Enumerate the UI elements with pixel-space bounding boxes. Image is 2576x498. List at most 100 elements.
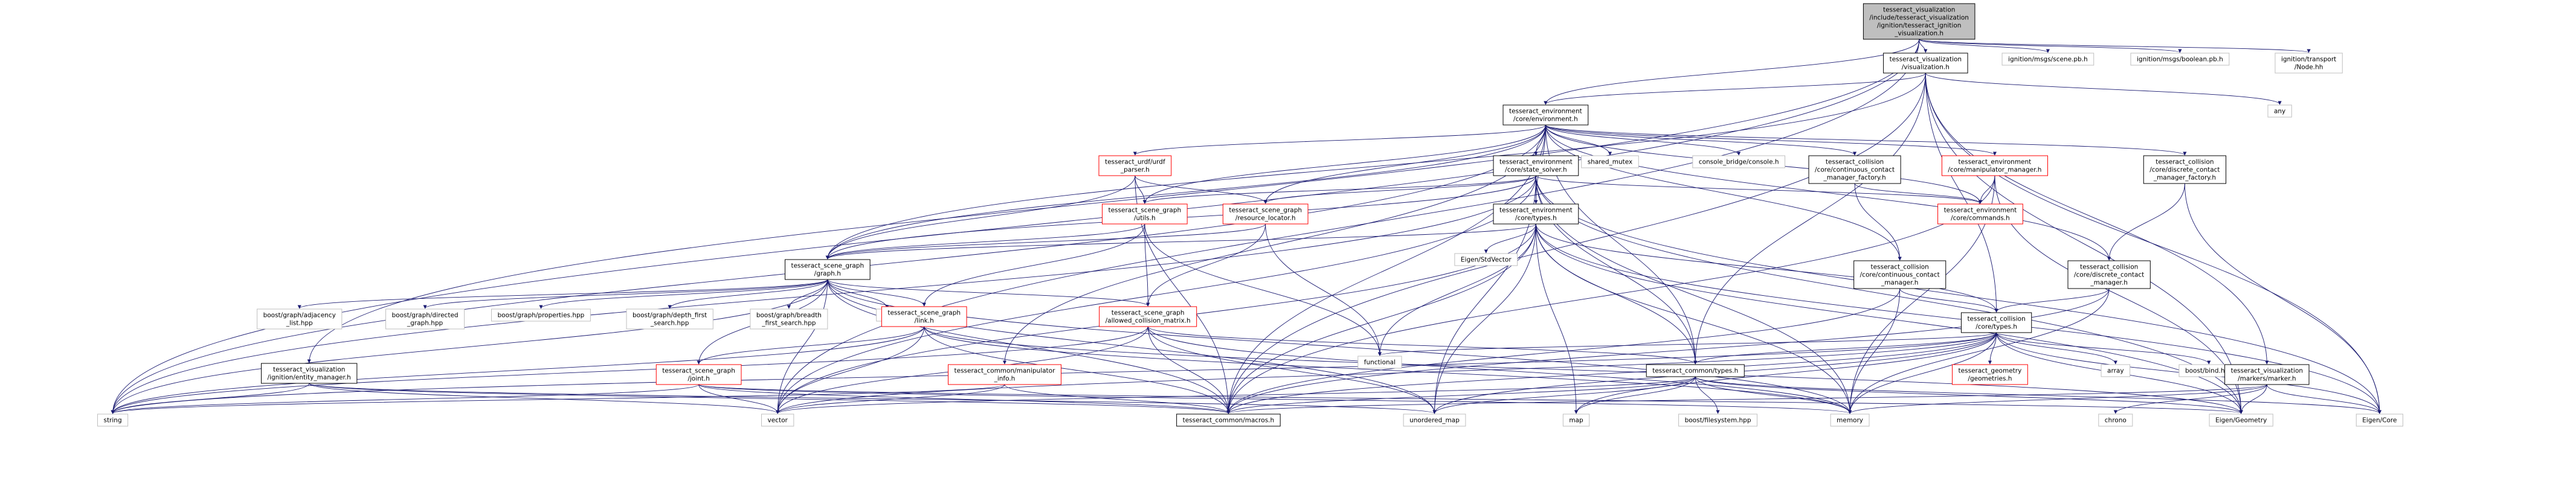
node-box	[1937, 203, 2023, 225]
node-contfactory[interactable]: tesseract_collision/core/continuous_cont…	[1808, 155, 1901, 184]
node-label: _parser.h	[1120, 167, 1150, 174]
node-box	[2130, 53, 2230, 66]
edge-env-to-discfactory	[1545, 124, 2187, 156]
edge-manipinfo-to-macros	[1004, 384, 1231, 414]
node-commands[interactable]: tesseract_environment/core/commands.h	[1937, 203, 2023, 225]
node-acm[interactable]: tesseract_scene_graph/allowed_collision_…	[1099, 306, 1197, 327]
edge-colltypes-to-array	[1996, 332, 2117, 365]
node-transport: ignition/transport/Node.hh	[2275, 53, 2343, 74]
node-label: /geometries.h	[1968, 375, 2012, 383]
node-label: tesseract_collision	[2080, 264, 2138, 271]
node-box	[2001, 53, 2095, 66]
node-label: tesseract_visualization	[1883, 7, 1955, 14]
node-label: /joint.h	[687, 375, 710, 383]
edge-envtypes-to-memory	[1535, 223, 1852, 414]
edge-graph-to-memory	[827, 279, 1852, 414]
node-entity[interactable]: tesseract_visualization/ignition/entity_…	[261, 363, 358, 384]
node-label: tesseract_visualization	[2231, 368, 2303, 375]
node-urdf[interactable]: tesseract_urdf/urdf_parser.h	[1098, 155, 1172, 176]
node-label: memory	[1837, 417, 1863, 424]
node-env[interactable]: tesseract_environment/core/environment.h	[1502, 104, 1589, 126]
node-label: tesseract_urdf/urdf	[1105, 159, 1165, 166]
edge-graph-to-adjlist	[297, 279, 828, 309]
edge-acm-to-commontypes	[1147, 326, 1698, 365]
node-resloc[interactable]: tesseract_scene_graph/resource_locator.h	[1222, 203, 1309, 225]
edge-root-to-string	[111, 39, 1920, 414]
node-array: array	[2101, 364, 2131, 377]
node-box	[1952, 364, 2028, 385]
node-box	[2098, 413, 2133, 427]
node-statesolver[interactable]: tesseract_environment/core/state_solver.…	[1493, 155, 1579, 176]
edge-commontypes-to-unordered_map	[1432, 376, 1696, 414]
node-box	[750, 308, 828, 330]
node-geometries[interactable]: tesseract_geometry/geometries.h	[1952, 364, 2028, 385]
node-colltypes[interactable]: tesseract_collision/core/types.h	[1960, 312, 2032, 333]
node-box	[2067, 260, 2151, 289]
node-manipmgr[interactable]: tesseract_environment/core/manipulator_m…	[1941, 155, 2048, 176]
node-label: _manager_factory.h	[1823, 174, 1885, 182]
edge-env-to-resloc	[1263, 124, 1546, 204]
node-label: /core/types.h	[1515, 215, 1557, 222]
edge-statesolver-to-vector	[776, 175, 1536, 414]
edge-contmgr-to-colltypes	[1899, 288, 1998, 313]
node-label: tesseract_scene_graph	[1108, 207, 1181, 214]
node-contmgr[interactable]: tesseract_collision/core/continuous_cont…	[1853, 260, 1946, 289]
edge-link-to-string	[111, 326, 925, 414]
node-label: boost/graph/properties.hpp	[498, 312, 585, 319]
edge-envtypes-to-functional	[1377, 223, 1536, 356]
edge-graph-to-properties	[539, 279, 828, 309]
node-boostfs: boost/filesystem.hpp	[1678, 413, 1758, 427]
node-graph[interactable]: tesseract_scene_graph/graph.h	[784, 259, 871, 280]
node-box	[1403, 413, 1466, 427]
edge-statesolver-to-commands	[1535, 175, 1982, 204]
edge-env-to-manipmgr	[1545, 124, 1997, 156]
edge-contfactory-to-contmgr	[1854, 183, 1902, 261]
node-label: boost/graph/directed	[392, 312, 459, 319]
node-stdvector: Eigen/StdVector	[1454, 253, 1518, 266]
edge-resloc-to-functional	[1265, 223, 1382, 356]
node-box	[257, 308, 343, 330]
node-envtypes[interactable]: tesseract_environment/core/types.h	[1493, 203, 1579, 225]
edge-joint-to-macros	[698, 384, 1231, 414]
node-box	[784, 259, 871, 280]
node-label: tesseract_collision	[1871, 264, 1929, 271]
node-label: tesseract_environment	[1499, 207, 1573, 214]
node-sgutils[interactable]: tesseract_scene_graph/utils.h	[1101, 203, 1188, 225]
node-label: _info.h	[994, 375, 1016, 383]
node-label: tesseract_visualization	[273, 366, 345, 374]
node-box	[1960, 312, 2032, 333]
node-box	[1454, 253, 1518, 266]
node-label: tesseract_common/types.h	[1652, 368, 1738, 375]
edge-colltypes-to-vector	[776, 332, 1997, 414]
node-label: /core/discrete_contact	[2074, 272, 2144, 279]
node-directed: boost/graph/directed_graph.hpp	[385, 308, 465, 330]
edge-urdf-to-resloc	[1135, 175, 1267, 204]
node-label: /Node.hh	[2294, 64, 2323, 71]
node-macros[interactable]: tesseract_common/macros.h	[1176, 413, 1281, 427]
dependency-nodes: tesseract_visualization/include/tesserac…	[97, 3, 2403, 427]
node-box	[761, 413, 794, 427]
node-label: /ignition/tesseract_ignition	[1877, 22, 1961, 30]
node-manipinfo[interactable]: tesseract_common/manipulator_info.h	[948, 364, 1061, 385]
edge-root-to-transport	[1919, 39, 2311, 53]
node-box	[2209, 413, 2273, 427]
edge-root-to-entity	[307, 39, 1920, 363]
node-label: tesseract_environment	[1509, 108, 1582, 115]
node-vis[interactable]: tesseract_visualization/visualization.h	[1883, 53, 1968, 74]
node-label: /allowed_collision_matrix.h	[1106, 318, 1191, 325]
node-discfactory[interactable]: tesseract_collision/core/discrete_contac…	[2143, 155, 2227, 184]
edge-graph-to-acm	[827, 279, 1150, 307]
node-joint[interactable]: tesseract_scene_graph/joint.h	[655, 364, 742, 385]
edge-joint-to-vector	[698, 384, 780, 414]
node-discmgr[interactable]: tesseract_collision/core/discrete_contac…	[2067, 260, 2151, 289]
node-link[interactable]: tesseract_scene_graph/link.h	[881, 306, 967, 327]
node-label: /core/manipulator_manager.h	[1948, 167, 2041, 174]
node-commontypes[interactable]: tesseract_common/types.h	[1646, 364, 1745, 377]
node-marker[interactable]: tesseract_visualization/markers/marker.h	[2224, 364, 2310, 385]
node-root[interactable]: tesseract_visualization/include/tesserac…	[1863, 3, 1975, 40]
edge-sgutils-to-link	[922, 223, 1145, 307]
node-chrono: chrono	[2098, 413, 2133, 427]
node-functional: functional	[1357, 356, 1402, 369]
edge-marker-to-eigencore	[2266, 384, 2381, 414]
node-geometry: Eigen/Geometry	[2209, 413, 2273, 427]
